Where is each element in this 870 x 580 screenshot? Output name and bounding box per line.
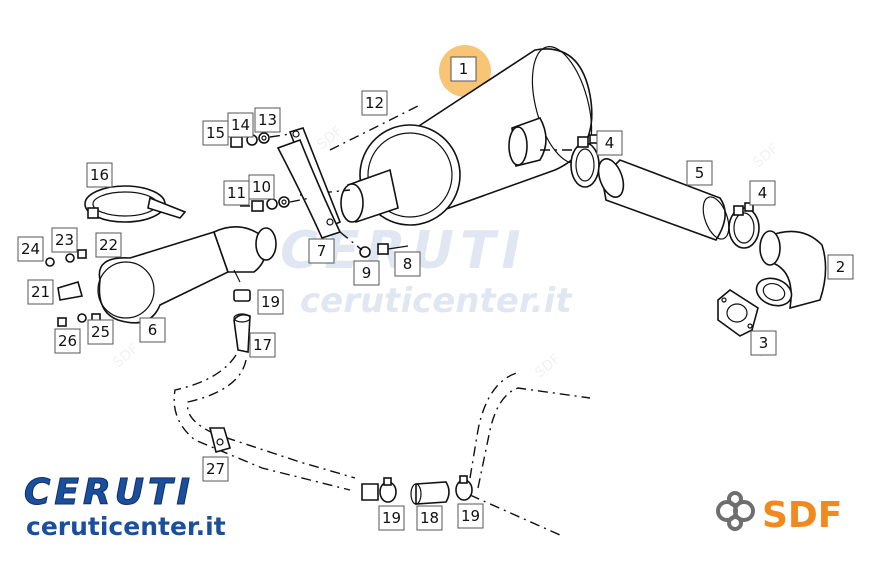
callout-16[interactable]: 16 xyxy=(86,162,113,188)
callout-2[interactable]: 2 xyxy=(827,254,854,280)
drain-tube-path xyxy=(173,354,591,536)
callout-11[interactable]: 11 xyxy=(223,180,250,206)
air-filter-canister xyxy=(299,46,600,226)
svg-text:11: 11 xyxy=(227,184,246,202)
hose-5 xyxy=(597,158,730,241)
svg-text:22: 22 xyxy=(99,236,118,254)
callout-4a[interactable]: 4 xyxy=(596,130,623,156)
svg-text:21: 21 xyxy=(31,283,50,301)
sdf-watermark: SDF xyxy=(532,351,564,381)
sdf-logo-icon xyxy=(716,491,755,531)
callout-15[interactable]: 15 xyxy=(202,120,229,146)
ceruti-logo: CERUTI ceruticenter.it xyxy=(24,472,226,542)
svg-text:13: 13 xyxy=(258,111,277,129)
svg-text:25: 25 xyxy=(91,323,110,341)
svg-text:10: 10 xyxy=(252,178,271,196)
callout-6[interactable]: 6 xyxy=(139,317,166,343)
svg-text:19: 19 xyxy=(261,293,280,311)
svg-text:17: 17 xyxy=(253,336,272,354)
svg-text:19: 19 xyxy=(382,509,401,527)
hose-17 xyxy=(233,289,251,353)
svg-text:24: 24 xyxy=(21,240,40,258)
svg-text:4: 4 xyxy=(605,134,615,152)
callout-23[interactable]: 23 xyxy=(51,227,78,253)
callout-14[interactable]: 14 xyxy=(227,112,254,138)
callout-22[interactable]: 22 xyxy=(95,232,122,258)
sdf-watermark: SDF xyxy=(750,141,782,171)
callout-10[interactable]: 10 xyxy=(248,174,275,200)
band-clamp-16 xyxy=(84,185,187,223)
callout-8[interactable]: 8 xyxy=(394,251,421,277)
callout-19c[interactable]: 19 xyxy=(457,503,484,529)
svg-text:1: 1 xyxy=(459,60,469,78)
svg-text:23: 23 xyxy=(55,231,74,249)
callout-17[interactable]: 17 xyxy=(249,332,276,358)
callout-25[interactable]: 25 xyxy=(87,319,114,345)
svg-text:27: 27 xyxy=(206,460,225,478)
callout-5[interactable]: 5 xyxy=(686,160,713,186)
callout-9[interactable]: 9 xyxy=(353,260,380,286)
callout-3[interactable]: 3 xyxy=(750,330,777,356)
callout-18[interactable]: 18 xyxy=(416,505,443,531)
svg-text:2: 2 xyxy=(836,258,846,276)
callout-4b[interactable]: 4 xyxy=(749,180,776,206)
callout-26[interactable]: 26 xyxy=(54,328,81,354)
callout-21[interactable]: 21 xyxy=(27,279,54,305)
svg-text:14: 14 xyxy=(231,116,250,134)
callout-7[interactable]: 7 xyxy=(308,238,335,264)
svg-text:19: 19 xyxy=(461,507,480,525)
svg-text:4: 4 xyxy=(758,184,768,202)
svg-text:18: 18 xyxy=(420,509,439,527)
fasteners-left xyxy=(45,249,101,327)
svg-text:12: 12 xyxy=(365,94,384,112)
callout-13[interactable]: 13 xyxy=(254,107,281,133)
callout-27[interactable]: 27 xyxy=(202,456,229,482)
svg-text:8: 8 xyxy=(403,255,413,273)
elbow-2 xyxy=(755,230,827,310)
callout-19b[interactable]: 19 xyxy=(378,505,405,531)
svg-text:5: 5 xyxy=(695,164,705,182)
callouts: 1 2 3 4 4 5 6 7 8 9 10 11 12 13 14 15 16… xyxy=(17,56,854,531)
callout-1[interactable]: 1 xyxy=(450,56,477,82)
svg-text:3: 3 xyxy=(759,334,769,352)
intake-pipe-6 xyxy=(97,226,277,324)
svg-text:15: 15 xyxy=(206,124,225,142)
svg-text:9: 9 xyxy=(362,264,372,282)
watermark-site: ceruticenter.it xyxy=(300,281,573,321)
fasteners-upper xyxy=(230,132,409,258)
callout-19a[interactable]: 19 xyxy=(257,289,284,315)
svg-text:26: 26 xyxy=(58,332,77,350)
ceruti-logo-text: CERUTI xyxy=(24,472,194,513)
ceruti-site-text: ceruticenter.it xyxy=(26,512,226,541)
svg-text:16: 16 xyxy=(90,166,109,184)
hose-clamp xyxy=(728,202,760,249)
sdf-logo-text: SDF xyxy=(762,495,842,536)
watermark: CERUTI ceruticenter.it xyxy=(280,221,573,321)
callout-12[interactable]: 12 xyxy=(361,90,388,116)
sdf-watermark: SDF xyxy=(110,341,142,371)
sdf-watermark: SDF xyxy=(314,123,346,153)
svg-text:7: 7 xyxy=(317,242,327,260)
flange-3 xyxy=(717,289,759,337)
lower-hose-18 xyxy=(361,475,473,505)
callout-24[interactable]: 24 xyxy=(17,236,44,262)
sdf-logo: SDF xyxy=(716,491,842,536)
svg-text:6: 6 xyxy=(148,321,158,339)
